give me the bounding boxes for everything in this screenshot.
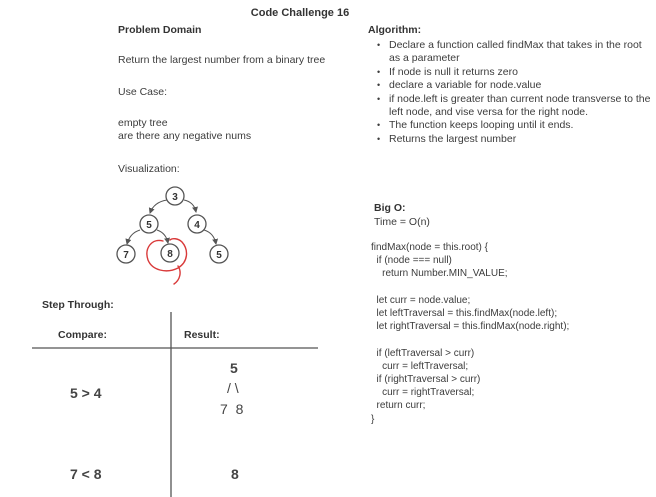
tree-node-right: 4 bbox=[187, 214, 207, 234]
algorithm-step: If node is null it returns zero bbox=[374, 66, 654, 80]
result-column-header: Result: bbox=[184, 329, 220, 341]
algorithm-step: Returns the largest number bbox=[374, 133, 654, 147]
problem-description: Return the largest number from a binary … bbox=[118, 54, 326, 66]
code-line: let leftTraversal = this.findMax(node.le… bbox=[376, 308, 558, 320]
tree-edge bbox=[203, 229, 219, 245]
code-line: return Number.MIN_VALUE; bbox=[382, 268, 508, 280]
algorithm-step: declare a variable for node.value bbox=[374, 79, 654, 93]
tree-node-left-right: 8 bbox=[160, 243, 180, 263]
algorithm-heading: Algorithm: bbox=[368, 24, 422, 36]
algorithm-step: Declare a function called findMax that t… bbox=[374, 39, 654, 66]
svg-text:8: 8 bbox=[167, 249, 173, 260]
tree-node-left: 5 bbox=[139, 214, 159, 234]
algorithm-steps: Declare a function called findMax that t… bbox=[374, 39, 654, 147]
algorithm-section: Algorithm: Declare a function called fin… bbox=[368, 24, 651, 147]
big-o-time: Time = O(n) bbox=[374, 216, 430, 228]
code-block: findMax(node = this.root) { if (node ===… bbox=[371, 241, 569, 426]
code-line: return curr; bbox=[376, 400, 426, 412]
result-cell-children: 7 8 bbox=[220, 401, 244, 417]
code-line: } bbox=[371, 413, 375, 425]
code-line: curr = rightTraversal; bbox=[382, 387, 475, 399]
result-cell-top: 8 bbox=[231, 466, 239, 482]
tree-node-right-right: 5 bbox=[209, 244, 229, 264]
problem-domain-heading: Problem Domain bbox=[118, 24, 202, 36]
big-o-section: Big O: Time = O(n) bbox=[374, 202, 430, 228]
code-line: if (rightTraversal > curr) bbox=[376, 374, 481, 386]
code-line: let rightTraversal = this.findMax(node.r… bbox=[376, 321, 570, 333]
tree-node-root: 3 bbox=[165, 186, 185, 206]
tree-edge bbox=[125, 229, 141, 245]
svg-text:3: 3 bbox=[172, 192, 178, 203]
algorithm-step: The function keeps looping until it ends… bbox=[374, 119, 654, 133]
tree-edge bbox=[148, 199, 168, 214]
svg-text:4: 4 bbox=[194, 220, 200, 231]
svg-text:5: 5 bbox=[146, 220, 152, 231]
highlight-circle bbox=[146, 237, 188, 285]
compare-cell: 5 > 4 bbox=[70, 385, 102, 401]
page-title: Code Challenge 16 bbox=[250, 7, 350, 19]
tree-edge bbox=[156, 229, 170, 244]
result-cell-top: 5 bbox=[230, 360, 238, 376]
use-case-label: Use Case: bbox=[118, 86, 168, 98]
use-case-item: empty tree bbox=[118, 117, 168, 129]
algorithm-step: if node.left is greater than current nod… bbox=[374, 93, 654, 120]
code-line: let curr = node.value; bbox=[376, 294, 471, 306]
code-line: if (node === null) bbox=[376, 255, 452, 267]
compare-cell: 7 < 8 bbox=[70, 466, 102, 482]
svg-text:7: 7 bbox=[123, 250, 129, 261]
code-line: curr = leftTraversal; bbox=[382, 360, 469, 372]
binary-tree-diagram: 3 5 4 7 8 5 bbox=[116, 186, 229, 285]
visualization-label: Visualization: bbox=[118, 163, 180, 175]
svg-text:5: 5 bbox=[216, 250, 222, 261]
code-line: findMax(node = this.root) { bbox=[371, 242, 489, 253]
step-through-heading: Step Through: bbox=[42, 299, 114, 311]
use-case-item: are there any negative nums bbox=[118, 130, 252, 142]
tree-node-left-left: 7 bbox=[116, 244, 136, 264]
code-line: if (leftTraversal > curr) bbox=[376, 347, 475, 359]
tree-edge bbox=[183, 199, 198, 213]
result-cell-branches: / \ bbox=[227, 380, 239, 396]
big-o-heading: Big O: bbox=[374, 202, 406, 214]
compare-column-header: Compare: bbox=[58, 329, 108, 341]
